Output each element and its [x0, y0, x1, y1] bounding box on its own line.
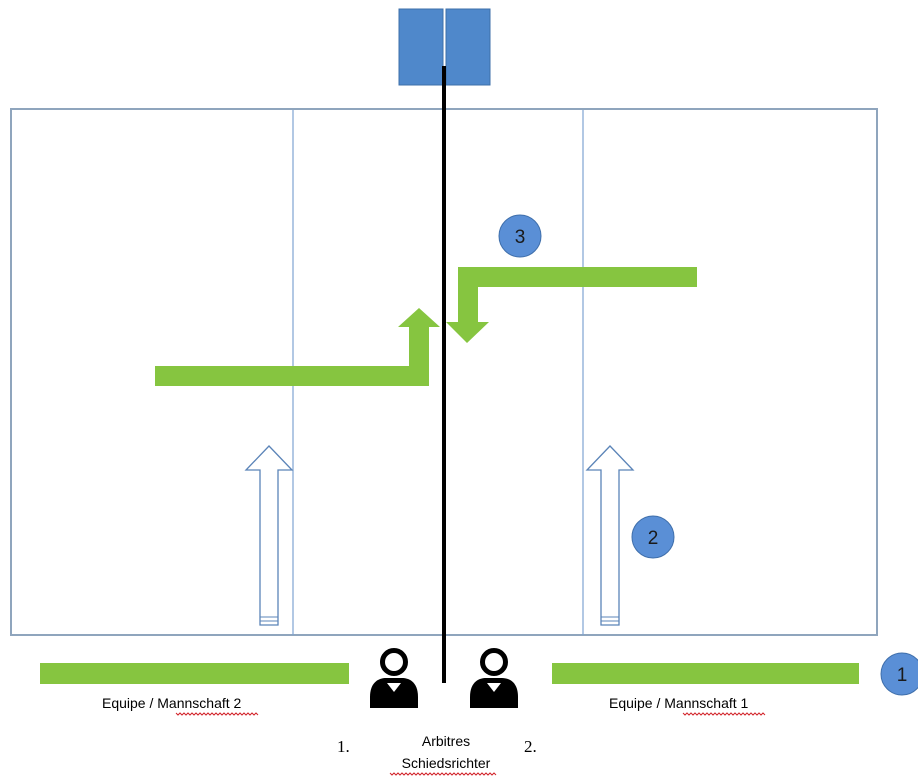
- svg-text:3: 3: [515, 227, 526, 248]
- person-icon: [370, 648, 418, 708]
- team2-label: Equipe / Mannschaft 2: [102, 695, 242, 711]
- step-badge-1: 1: [880, 652, 918, 696]
- team1-label: Equipe / Mannschaft 1: [609, 695, 749, 711]
- first-referee-number: 1.: [337, 737, 350, 756]
- referees-label-line2: Schiedsrichter: [402, 755, 491, 771]
- team1-bench-bar: [552, 663, 859, 684]
- team2-bench-bar: [40, 663, 349, 684]
- referees-label-line1: Arbitres: [422, 733, 470, 749]
- green-path-team1: [446, 267, 697, 343]
- person-icon: [470, 648, 518, 708]
- arrow-up-outline-icon: [585, 445, 635, 626]
- step-badge-3: 3: [498, 214, 542, 258]
- second-referee-number: 2.: [524, 737, 537, 756]
- net-post: [398, 8, 491, 86]
- svg-text:2: 2: [648, 528, 659, 549]
- svg-text:1: 1: [897, 665, 908, 686]
- green-path-team2: [155, 308, 440, 386]
- step-badge-2: 2: [631, 515, 675, 559]
- arrow-up-outline-icon: [244, 445, 294, 626]
